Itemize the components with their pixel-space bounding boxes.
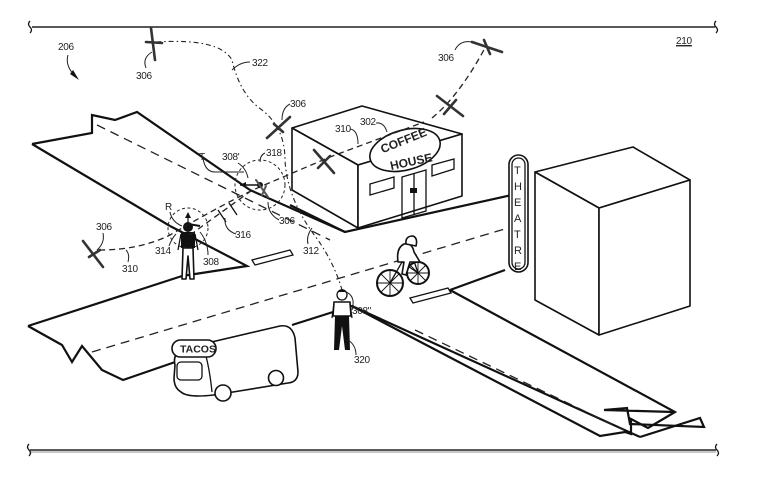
flight-path-306-top-right: [431, 45, 487, 119]
tacos-sign: [171, 339, 217, 358]
center-line-right-road: [414, 329, 625, 431]
bottom-border: [26, 443, 720, 457]
label-312: 312: [303, 246, 320, 257]
label-306-top-left: 306: [136, 71, 153, 82]
label-320: 320: [354, 355, 371, 366]
uav-306-mid-right-icon: [435, 94, 465, 118]
road-right-end: [351, 268, 678, 438]
label-322: 322: [252, 58, 269, 69]
label-316: 316: [235, 230, 252, 241]
svg-text:E: E: [514, 197, 521, 209]
label-306-top-right: 306: [438, 53, 455, 64]
tacos-sign-text: TACOS: [180, 344, 216, 356]
label-308: 308: [203, 257, 220, 268]
svg-text:H: H: [514, 181, 522, 193]
center-line-main-road: [91, 227, 509, 353]
window-right: [431, 158, 455, 177]
label-306-center: 306: [279, 216, 296, 227]
label-310-top: 310: [335, 124, 352, 135]
label-302: 302: [360, 117, 377, 128]
truck-window: [176, 361, 203, 381]
label-306-left: 306: [96, 222, 113, 233]
flight-path-310: [98, 121, 425, 251]
uav-306-roof-icon: [312, 148, 336, 175]
taco-food-truck: TACOS: [171, 324, 299, 402]
uav-306-left-icon: [81, 239, 105, 269]
cyclist: [376, 235, 430, 297]
road-left-upper: [31, 110, 251, 278]
theatre-sign-letters: T H E A T R E: [514, 165, 522, 273]
coffee-house-sign: [369, 127, 441, 173]
road-marking-1: [250, 249, 295, 266]
label-310-left: 310: [122, 264, 139, 275]
theatre-sign: [508, 154, 529, 273]
svg-text:T: T: [514, 165, 521, 177]
top-border: [27, 20, 719, 34]
label-t: T: [199, 152, 205, 163]
window-left: [369, 176, 395, 196]
pedestrian-right: [331, 289, 353, 350]
svg-text:T: T: [514, 229, 521, 241]
svg-text:R: R: [514, 245, 522, 257]
label-318: 318: [266, 148, 283, 159]
circle-314: [167, 207, 209, 249]
road-marking-2: [408, 287, 453, 304]
truck-wheel-front: [214, 384, 232, 402]
scene-arrowhead-icon: [70, 70, 79, 80]
uav-306-upper-icon: [265, 115, 292, 140]
flight-path-322: [155, 40, 343, 291]
uav-306-top-left-icon: [144, 26, 164, 62]
label-306-mid: 306: [290, 99, 307, 110]
svg-text:E: E: [514, 261, 521, 273]
flight-path-316: [189, 187, 256, 236]
label-308-double-prime: 308": [352, 306, 372, 317]
label-sheet-210: 210: [676, 36, 693, 47]
t-vector-line: [202, 157, 244, 173]
label-314: 314: [155, 246, 172, 257]
label-308-prime: 308': [222, 152, 240, 163]
theatre-building: T H E A T R E: [508, 146, 691, 336]
truck-wheel-rear: [267, 369, 285, 387]
uav-306-top-right-icon: [470, 38, 504, 56]
uav-306-center-icon: [255, 179, 269, 198]
label-r: R: [165, 202, 172, 213]
pedestrian-left: [177, 222, 201, 280]
label-scene-206: 206: [58, 42, 75, 53]
door: [401, 169, 427, 219]
center-line-left-road: [96, 124, 331, 241]
svg-text:A: A: [514, 213, 522, 225]
